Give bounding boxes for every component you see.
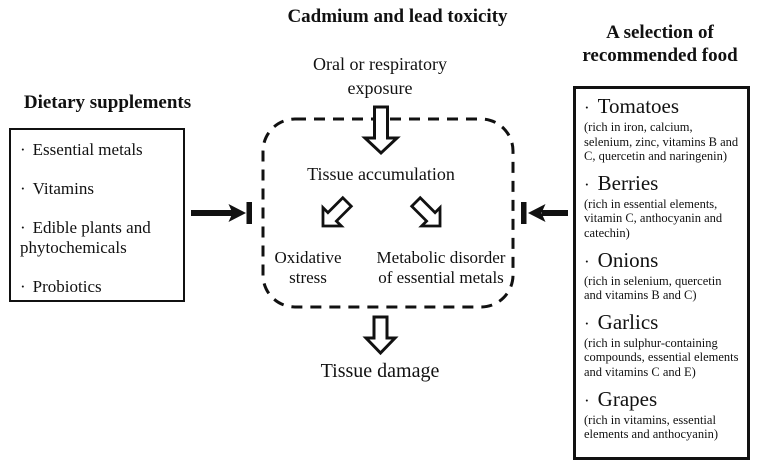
exposure-down-arrow-icon (361, 105, 401, 156)
recommended-food-heading: A selection of recommended food (565, 21, 755, 67)
list-item: · Essential metals (20, 140, 177, 160)
food-entry: · Tomatoes (rich in iron, calcium, seleni… (584, 94, 742, 164)
metabolic-down-right-arrow-icon (409, 195, 442, 228)
list-item: · Probiotics (20, 277, 177, 297)
list-item-label: Vitamins (32, 179, 94, 198)
exposure-label-line1: Oral or respiratory (313, 54, 447, 74)
recommended-food-heading-line2: recommended food (582, 45, 738, 66)
figure-title: Cadmium and lead toxicity (287, 6, 508, 27)
food-name: · Tomatoes (584, 94, 742, 120)
bullet-icon: · (584, 390, 590, 410)
bullet-icon: · (20, 140, 26, 159)
recommended-food-heading-line1: A selection of (606, 22, 714, 43)
bullet-icon: · (584, 98, 590, 117)
damage-down-arrow-icon (362, 315, 399, 356)
metabolic-disorder-line1: Metabolic disorder (376, 248, 506, 267)
food-name: · Berries (584, 171, 742, 197)
oxidative-stress-label: Oxidative stress (258, 248, 358, 287)
food-name: · Onions (584, 248, 742, 274)
list-item-label: Edible plants and phytochemicals (20, 218, 151, 257)
metabolic-disorder-label: Metabolic disorder of essential metals (365, 248, 517, 287)
oxidative-stress-line2: stress (289, 267, 327, 287)
food-entry: · Onions (rich in selenium, quercetin and… (584, 248, 742, 303)
food-name-label: Tomatoes (597, 94, 680, 118)
food-description: (rich in essential elements, vitamin C, … (584, 196, 723, 240)
food-name: · Garlics (584, 310, 742, 336)
food-description: (rich in selenium, quercetin and vitamin… (584, 273, 722, 303)
tissue-damage-label: Tissue damage (320, 360, 440, 382)
dietary-supplements-box: ·Essential metals ·Vitamins ·Edible plan… (9, 128, 185, 302)
food-entry: · Berries (rich in essential elements, vi… (584, 171, 742, 241)
food-entry: · Garlics (rich in sulphur-containing com… (584, 310, 742, 380)
food-description: (rich in vitamins, essential elements an… (584, 412, 718, 442)
list-item: ·Edible plants and phytochemicals (20, 218, 177, 258)
dashed-process-box (261, 117, 515, 309)
tissue-accumulation-label: Tissue accumulation (307, 164, 455, 184)
food-description: (rich in iron, calcium, selenium, zinc, … (584, 120, 739, 164)
bullet-icon: · (584, 174, 590, 194)
food-name-label: Berries (597, 170, 659, 195)
right-inhibition-arrow-icon (521, 202, 568, 224)
food-name-label: Garlics (597, 309, 659, 334)
food-description: (rich in sulphur-containing compounds, e… (584, 335, 739, 379)
bullet-icon: · (584, 313, 590, 333)
food-name-label: Onions (597, 247, 659, 272)
list-item: · Vitamins (20, 179, 177, 199)
list-item-label: Probiotics (32, 277, 102, 296)
dietary-supplements-heading: Dietary supplements (23, 92, 192, 113)
food-name-label: Grapes (597, 386, 658, 411)
list-item-label: Essential metals (32, 140, 143, 159)
exposure-label-line2: exposure (347, 78, 413, 98)
metabolic-disorder-line2: of essential metals (378, 267, 504, 287)
bullet-icon: · (20, 218, 26, 237)
left-inhibition-arrow-icon (191, 202, 252, 224)
exposure-label: Oral or respiratory exposure (280, 52, 480, 100)
oxidative-stress-line1: Oxidative (274, 248, 342, 267)
food-name: · Grapes (584, 387, 742, 413)
recommended-food-box: · Tomatoes (rich in iron, calcium, seleni… (573, 86, 750, 460)
bullet-icon: · (20, 277, 26, 296)
food-entry: · Grapes (rich in vitamins, essential ele… (584, 387, 742, 442)
bullet-icon: · (584, 251, 590, 271)
oxidative-down-left-arrow-icon (321, 195, 354, 228)
bullet-icon: · (20, 179, 26, 198)
